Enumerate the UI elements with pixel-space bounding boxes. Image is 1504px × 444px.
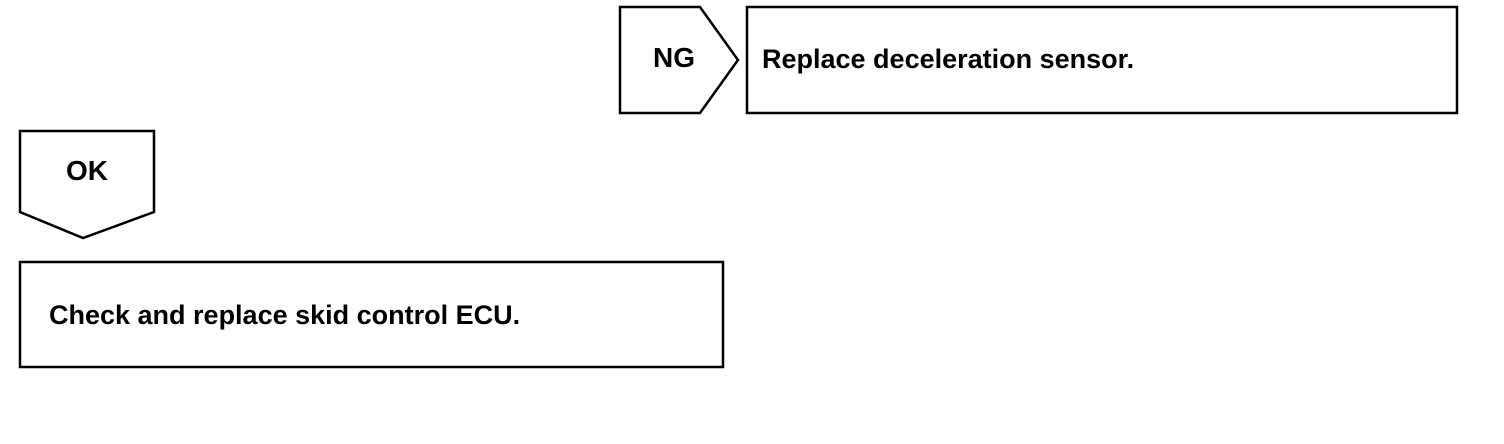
ok-tag-label: OK	[66, 155, 108, 186]
ng-action-box	[745, 5, 1459, 115]
ng-action-text: Replace deceleration sensor.	[762, 44, 1135, 74]
ng-arrow-shape	[618, 5, 740, 115]
ok-arrow-shape	[18, 129, 156, 240]
ok-action-text: Check and replace skid control ECU.	[49, 300, 521, 330]
ng-tag-label: NG	[653, 42, 695, 73]
ok-action-box	[18, 260, 725, 369]
